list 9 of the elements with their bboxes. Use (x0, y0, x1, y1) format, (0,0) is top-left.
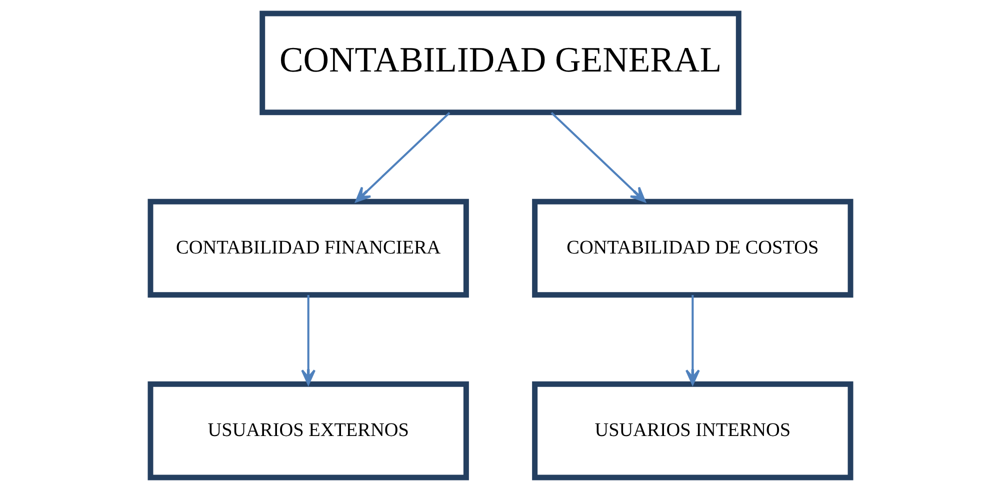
arrow (354, 112, 450, 202)
node-box: CONTABILIDAD DE COSTOS (532, 198, 853, 298)
arrow (550, 112, 646, 202)
node-box: CONTABILIDAD FINANCIERA (147, 198, 468, 298)
node-box: USUARIOS EXTERNOS (147, 381, 468, 480)
arrow (300, 295, 316, 386)
node-box: CONTABILIDAD GENERAL (259, 10, 741, 116)
node-box: USUARIOS INTERNOS (532, 381, 853, 480)
arrow (684, 295, 700, 386)
